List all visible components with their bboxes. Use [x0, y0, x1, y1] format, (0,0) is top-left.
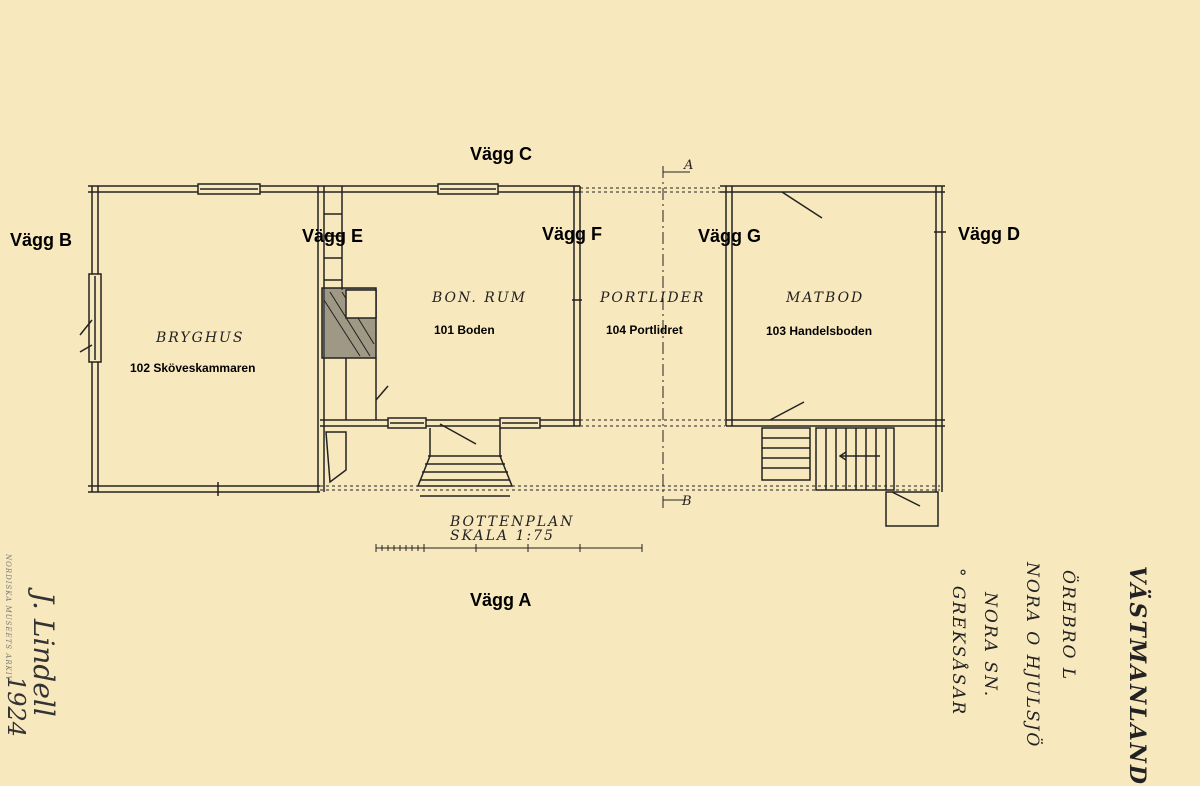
plan-title: BOTTENPLAN: [450, 514, 575, 530]
room-id-matbod: 103 Handelsboden: [766, 324, 873, 338]
location-line-4: NORA SN.: [980, 592, 1000, 699]
wall-c-label: Vägg C: [470, 144, 533, 164]
wall-f-label: Vägg F: [542, 224, 603, 244]
wall-d-label: Vägg D: [958, 224, 1021, 244]
wall-b-left: [79, 186, 102, 492]
section-line: [662, 166, 690, 508]
scale-label: SKALA 1:75: [450, 528, 555, 544]
room-name-bonrum: BON. RUM: [432, 290, 527, 306]
room-name-brygghus: BRYGHUS: [156, 330, 245, 346]
archive-stamp: NORDISKA MUSEETS ARKIV: [4, 554, 12, 682]
wall-e-label: Vägg E: [302, 226, 364, 246]
floor-plan-drawing: [79, 166, 946, 552]
section-mark-bottom: B: [682, 494, 694, 509]
wall-a-bottom: [88, 482, 940, 496]
section-mark-top: A: [684, 158, 696, 173]
wall-a-label: Vägg A: [470, 590, 532, 610]
stove: [321, 287, 389, 420]
wall-c-top: [88, 183, 945, 195]
location-line-3: NORA O HJULSJÖ: [1022, 562, 1042, 749]
wall-bonrum-bottom: [320, 417, 725, 445]
signature-year: 1924: [2, 676, 30, 738]
scale-bar: [375, 544, 643, 552]
wall-b-label: Vägg B: [10, 230, 73, 250]
wall-d: [934, 186, 946, 492]
signature-name: J. Lindell: [27, 592, 60, 717]
room-id-brygghus: 102 Sköveskammaren: [130, 361, 256, 375]
room-name-matbod: MATBOD: [786, 290, 865, 306]
entry-stairs: [325, 428, 514, 497]
room-id-bonrum: 101 Boden: [434, 323, 495, 337]
location-line-5: ° GREKSÅSAR: [948, 568, 968, 717]
wall-g-label: Vägg G: [698, 226, 762, 246]
matbod-bottom: [726, 401, 945, 527]
room-id-portlider: 104 Portlidret: [606, 323, 683, 337]
room-name-portlider: PORTLIDER: [600, 290, 706, 306]
wall-f: [572, 186, 582, 426]
location-line-2: ÖREBRO L: [1058, 570, 1078, 682]
wall-g: [725, 186, 823, 426]
location-line-1: VÄSTMANLAND: [1124, 566, 1150, 786]
